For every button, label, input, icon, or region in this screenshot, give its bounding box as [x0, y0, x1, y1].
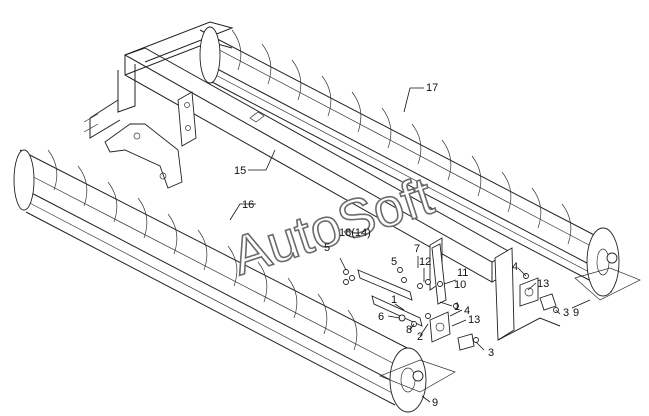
callout-12: 12 — [419, 256, 431, 268]
callout-17: 17 — [426, 82, 438, 94]
callout-4-right: 4 — [512, 261, 518, 273]
callout-9-front: 9 — [432, 397, 438, 409]
callout-13-center: 13 — [468, 314, 480, 326]
callout-1-right: 1 — [454, 301, 460, 313]
callout-5-upper: 5 — [324, 242, 330, 254]
leader-lines — [229, 87, 591, 403]
callout-2: 2 — [417, 331, 423, 343]
callout-labels: 17 15 16 18(14) 5 5 7 12 11 10 4 13 1 1 … — [234, 82, 579, 409]
callout-11: 11 — [457, 267, 468, 279]
bearing-hardware — [343, 243, 641, 393]
callout-13-right: 13 — [537, 278, 549, 290]
callout-10: 10 — [454, 279, 466, 291]
callout-6: 6 — [378, 311, 384, 323]
callout-15: 15 — [234, 165, 246, 177]
callout-7: 7 — [414, 243, 420, 255]
callout-5-lower: 5 — [391, 256, 397, 268]
callout-16: 16 — [242, 199, 254, 211]
callout-18-14: 18(14) — [339, 227, 371, 239]
callout-3-center: 3 — [488, 347, 494, 359]
callout-9-rear: 9 — [573, 307, 579, 319]
front-roller — [13, 149, 427, 413]
main-frame — [83, 21, 561, 341]
rear-roller — [199, 26, 620, 297]
callout-8: 8 — [406, 324, 412, 336]
watermark: AutoSoft — [225, 166, 441, 287]
callout-3-right: 3 — [563, 307, 569, 319]
callout-1-left: 1 — [391, 294, 397, 306]
callout-4-center: 4 — [464, 305, 470, 317]
